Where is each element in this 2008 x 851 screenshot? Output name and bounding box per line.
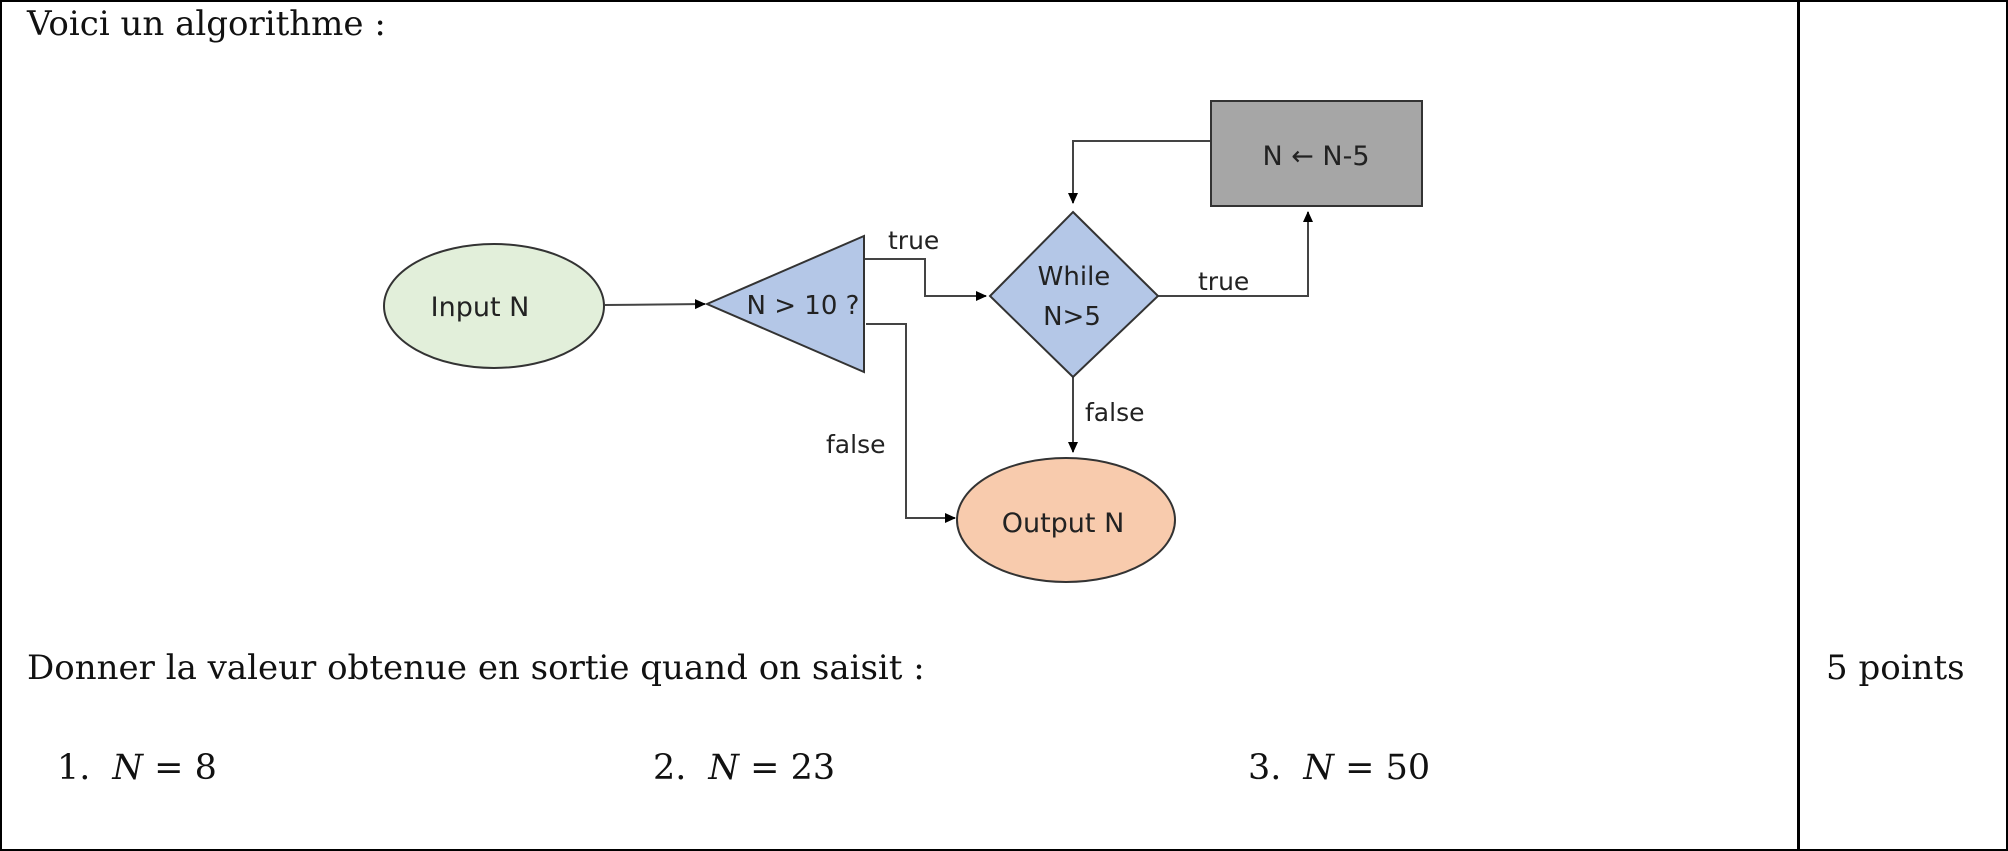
- list-item: 3. N = 50: [1248, 748, 1430, 788]
- edge-assign-to-loop: [1068, 140, 1210, 204]
- test-node: [704, 234, 865, 374]
- item-variable: N: [1303, 748, 1335, 788]
- points-label: 5 points: [1826, 648, 1965, 688]
- edge-input-to-test: [604, 299, 706, 310]
- edge-label-false-test: false: [826, 430, 885, 459]
- output-node-label: Output N: [1002, 508, 1125, 539]
- item-value: = 8: [143, 748, 217, 788]
- loop-node-label-line2: N>5: [1043, 302, 1101, 332]
- input-node: [383, 243, 605, 369]
- item-number: 2.: [653, 748, 687, 788]
- item-number: 3.: [1248, 748, 1282, 788]
- assign-node-label: N ← N-5: [1262, 141, 1369, 172]
- item-value: = 23: [739, 748, 836, 788]
- list-item: 1. N = 8: [57, 748, 217, 788]
- edge-test-false-to-output: [866, 323, 956, 523]
- edge-label-false-loop: false: [1085, 398, 1144, 427]
- assign-node: [1210, 100, 1423, 207]
- test-node-label: N > 10 ?: [747, 291, 860, 321]
- loop-node-label-line1: While: [1038, 262, 1111, 292]
- points-column-divider: [1797, 0, 1800, 851]
- loop-node: [988, 210, 1160, 379]
- item-value: = 50: [1334, 748, 1431, 788]
- list-item: 2. N = 23: [653, 748, 835, 788]
- item-variable: N: [112, 748, 144, 788]
- edge-test-true-to-loop: [865, 258, 987, 301]
- question-text: Donner la valeur obtenue en sortie quand…: [27, 648, 925, 688]
- edge-loop-true-to-assign: [1158, 211, 1313, 297]
- item-variable: N: [708, 748, 740, 788]
- intro-text: Voici un algorithme :: [27, 4, 386, 44]
- edge-label-true-test: true: [888, 226, 939, 255]
- output-node: [956, 457, 1176, 583]
- item-number: 1.: [57, 748, 91, 788]
- edge-label-true-loop: true: [1198, 267, 1249, 296]
- input-node-label: Input N: [431, 292, 530, 323]
